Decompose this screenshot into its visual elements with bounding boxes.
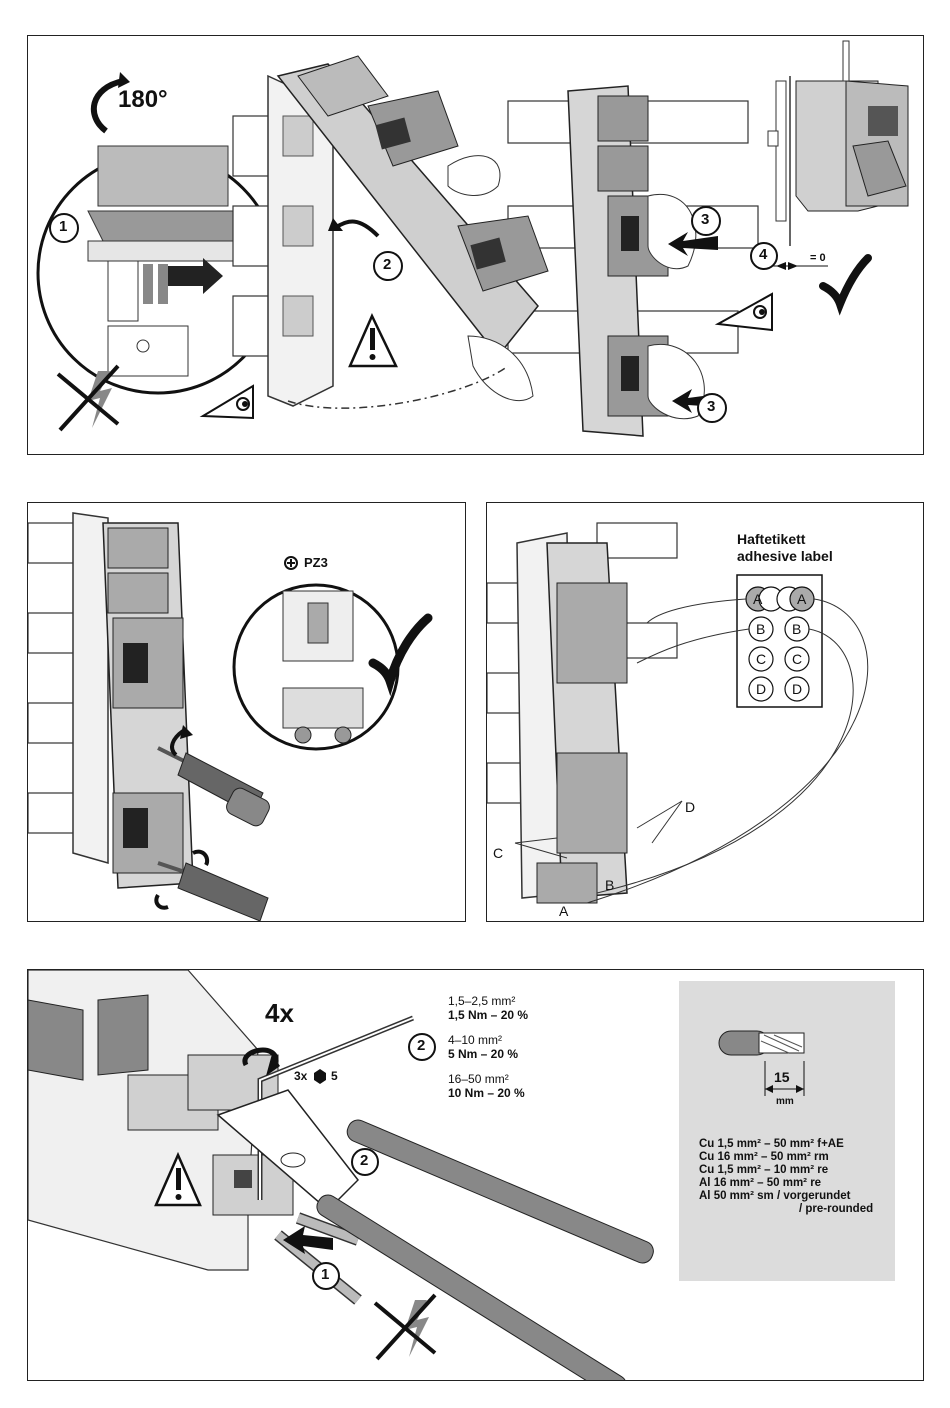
panel3-illustration (487, 503, 923, 921)
multiplier-label: 4x (265, 998, 294, 1029)
eye-icon-left (203, 386, 253, 418)
spec-section-1: 1,5–2,5 mm² (448, 994, 515, 1008)
tool-label: PZ3 (304, 555, 328, 570)
grid-letter-a-left: A (753, 591, 762, 607)
hex-tool-count: 3x (294, 1069, 307, 1083)
checkmark-icon (823, 258, 868, 304)
step-2-label: 2 (383, 256, 391, 273)
callout-d: D (685, 799, 695, 815)
step-2-label-pliers: 2 (360, 1152, 368, 1169)
panel-install-rotate: 180° 1 2 3 3 4 = 0 (27, 35, 924, 455)
grid-letter-c-right: C (792, 651, 802, 667)
strip-unit: mm (776, 1096, 794, 1107)
spec-torque-3: 10 Nm – 20 % (448, 1086, 525, 1100)
no-voltage-icon (58, 366, 118, 430)
panel2-illustration (28, 503, 465, 921)
callout-a: A (559, 903, 568, 919)
material-6: / pre-rounded (799, 1203, 873, 1216)
gap-label: = 0 (810, 252, 826, 264)
grid-letter-d-right: D (792, 681, 802, 697)
material-3: Cu 1,5 mm² – 10 mm² re (699, 1164, 828, 1177)
material-4: Al 16 mm² – 50 mm² re (699, 1177, 821, 1190)
spec-torque-1: 1,5 Nm – 20 % (448, 1008, 528, 1022)
step-3-label-bottom: 3 (707, 398, 715, 415)
grid-letter-b-left: B (756, 621, 765, 637)
spec-section-3: 16–50 mm² (448, 1072, 509, 1086)
step-4-label: 4 (759, 246, 767, 263)
panel-screw-fixing: PZ3 (27, 502, 466, 922)
step-1-label: 1 (59, 218, 67, 235)
hex-icon (314, 1069, 326, 1084)
panel-adhesive-label: Haftetikett adhesive label A A B B C C D… (486, 502, 924, 922)
material-5: Al 50 mm² sm / vorgerundet (699, 1190, 850, 1203)
rotation-label: 180° (118, 86, 168, 114)
warning-icon (350, 316, 396, 366)
label-title-en: adhesive label (737, 548, 833, 565)
grid-letter-c-left: C (756, 651, 766, 667)
grid-letter-d-left: D (756, 681, 766, 697)
hex-tool-size: 5 (331, 1069, 338, 1083)
step-2-label-specs: 2 (417, 1037, 425, 1054)
material-2: Cu 16 mm² – 50 mm² rm (699, 1151, 829, 1164)
spec-section-2: 4–10 mm² (448, 1033, 502, 1047)
grid-letter-a-right: A (797, 591, 806, 607)
step-1-label: 1 (321, 1266, 329, 1283)
step-3-label-top: 3 (701, 211, 709, 228)
phillips-screwdriver-icon (285, 557, 297, 569)
grid-letter-b-right: B (792, 621, 801, 637)
no-voltage-icon (375, 1295, 435, 1359)
callout-c: C (493, 845, 503, 861)
callout-b: B (605, 877, 614, 893)
side-view (768, 41, 908, 246)
strip-length: 15 (774, 1069, 790, 1085)
label-title-de: Haftetikett (737, 531, 805, 548)
spec-torque-2: 5 Nm – 20 % (448, 1047, 518, 1061)
material-1: Cu 1,5 mm² – 50 mm² f+AE (699, 1138, 844, 1151)
panel-cable-connection: 4x 2 2 1 3x 5 1,5–2,5 mm² 1,5 Nm – 20 % … (27, 969, 924, 1381)
base-plate (73, 513, 108, 863)
stripped-cable-drawing (679, 981, 895, 1281)
cable-spec-box: 15 mm Cu 1,5 mm² – 50 mm² f+AE Cu 16 mm²… (679, 981, 895, 1281)
